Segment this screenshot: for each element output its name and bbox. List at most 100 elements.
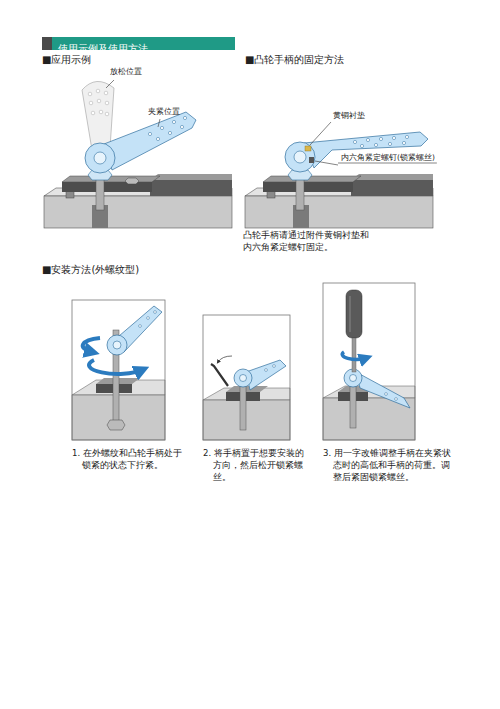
step-1-figure bbox=[72, 300, 165, 440]
application-figure-part bbox=[94, 152, 106, 164]
fixing-figure-part bbox=[388, 142, 391, 145]
step-2-figure-part bbox=[246, 360, 286, 390]
step-3-figure-part bbox=[323, 283, 415, 440]
step-1-figure-part bbox=[72, 300, 165, 440]
step-3-figure-part bbox=[385, 393, 388, 396]
application-figure-part bbox=[105, 101, 109, 105]
application-figure-part bbox=[82, 81, 114, 150]
section-heading: ■凸轮手柄的固定方法 bbox=[245, 54, 344, 66]
application-figure-part bbox=[62, 176, 160, 182]
fixing-figure-part bbox=[402, 141, 405, 144]
step-3-figure-part bbox=[342, 352, 366, 359]
application-figure-part bbox=[88, 92, 92, 96]
step-1-figure-part bbox=[107, 420, 125, 430]
step-2-figure-part bbox=[240, 380, 246, 430]
step-2-figure-part bbox=[234, 369, 252, 387]
fixing-figure-part bbox=[353, 140, 356, 143]
part-label: 内六角紧定螺钉(锁紧螺丝) bbox=[340, 153, 436, 162]
fixing-figure-part bbox=[310, 122, 331, 145]
fixing-figure-part bbox=[285, 142, 315, 172]
application-figure-part bbox=[172, 120, 175, 123]
application-figure-part bbox=[180, 125, 183, 128]
fixing-figure-part bbox=[351, 174, 433, 180]
application-figure-part bbox=[97, 99, 101, 103]
step-1-figure-part bbox=[139, 325, 142, 328]
step-1-figure-part bbox=[107, 335, 127, 355]
fixing-figure-part bbox=[304, 132, 428, 168]
application-figure-part bbox=[105, 112, 109, 116]
application-figure-part bbox=[168, 131, 171, 134]
fixing-figure-part bbox=[379, 137, 382, 140]
step-3-figure-part bbox=[346, 290, 362, 338]
step-2-figure-part bbox=[203, 315, 290, 440]
step-2-figure-part bbox=[273, 365, 276, 368]
step-3-figure-part bbox=[395, 398, 398, 401]
position-label: 放松位置 bbox=[110, 67, 142, 77]
application-figure-part bbox=[104, 91, 108, 95]
application-figure-part bbox=[150, 174, 232, 180]
header-text: 使用示例及使用方法 bbox=[42, 42, 148, 55]
position-label: 夹紧位置 bbox=[148, 107, 180, 117]
application-figure-part bbox=[85, 143, 115, 173]
application-figure-part bbox=[150, 180, 232, 196]
fixing-figure-part bbox=[338, 163, 437, 164]
application-figure-part bbox=[44, 196, 232, 228]
fixing-figure-part bbox=[245, 196, 433, 228]
step-2-figure-part bbox=[240, 375, 247, 382]
application-figure-part bbox=[125, 178, 139, 184]
section-heading: ■安装方法(外螺纹型) bbox=[42, 264, 139, 276]
application-figure-part bbox=[156, 137, 159, 140]
step-3-figure-part bbox=[350, 296, 351, 332]
fixing-figure-part bbox=[360, 144, 363, 147]
application-figure-part bbox=[96, 89, 100, 93]
application-figure-part bbox=[99, 110, 103, 114]
part-label: 黄铜衬垫 bbox=[333, 111, 365, 121]
note-text: 凸轮手柄请通过附件黄铜衬垫和内六角紧定螺钉固定。 bbox=[243, 229, 371, 253]
step-2-figure-part bbox=[211, 364, 228, 386]
step-2-figure-part bbox=[203, 400, 290, 440]
step-3-figure-part bbox=[352, 338, 356, 372]
step-caption: 2. 将手柄置于想要安装的方向，然后松开锁紧螺丝。 bbox=[203, 447, 305, 483]
step-3-figure-part bbox=[356, 372, 410, 408]
fixing-figure-part bbox=[263, 176, 361, 182]
fixing-figure-part bbox=[263, 182, 353, 192]
application-figure bbox=[44, 80, 232, 228]
step-1-figure-part bbox=[83, 338, 100, 352]
application-figure-part bbox=[62, 182, 152, 192]
application-figure-part bbox=[183, 116, 186, 119]
application-figure-part bbox=[106, 80, 114, 88]
step-3-figure-part bbox=[350, 375, 357, 382]
step-3-figure-part bbox=[323, 283, 415, 440]
fixing-figure-part bbox=[374, 143, 377, 146]
application-figure-part bbox=[160, 126, 163, 129]
fixing-figure-part bbox=[366, 138, 369, 141]
step-caption: 3. 用一字改锥调整手柄在夹紧状态时的高低和手柄的荷重。调整后紧固锁紧螺丝。 bbox=[323, 447, 451, 483]
step-1-figure-part bbox=[113, 341, 121, 349]
fixing-figure-part bbox=[315, 161, 338, 165]
application-figure-part bbox=[89, 101, 93, 105]
fixing-figure-part bbox=[351, 180, 433, 196]
fixing-figure-part bbox=[294, 151, 306, 163]
step-1-figure-part bbox=[89, 360, 142, 374]
step-2-figure-part bbox=[265, 369, 268, 372]
application-figure-part bbox=[91, 111, 95, 115]
step-1-figure-part bbox=[154, 311, 157, 314]
fixing-figure-part bbox=[392, 136, 395, 139]
step-2-figure-part bbox=[226, 386, 268, 392]
header-square bbox=[42, 37, 52, 50]
step-2-figure-part bbox=[218, 356, 232, 362]
step-1-figure-part bbox=[147, 317, 150, 320]
section-heading: ■应用示例 bbox=[42, 54, 91, 66]
step-2-figure-part bbox=[203, 315, 290, 440]
application-figure-part bbox=[148, 132, 151, 135]
step-2-figure bbox=[203, 315, 290, 440]
step-1-figure-part bbox=[72, 300, 165, 440]
header-band: 使用示例及使用方法 bbox=[42, 37, 235, 50]
step-caption: 1. 在外螺纹和凸轮手柄处于锁紧的状态下拧紧。 bbox=[72, 447, 182, 471]
application-figure-part bbox=[104, 112, 196, 170]
fixing-figure-part bbox=[405, 135, 408, 138]
fixing-figure-part bbox=[309, 157, 314, 163]
fixing-figure bbox=[245, 122, 437, 228]
